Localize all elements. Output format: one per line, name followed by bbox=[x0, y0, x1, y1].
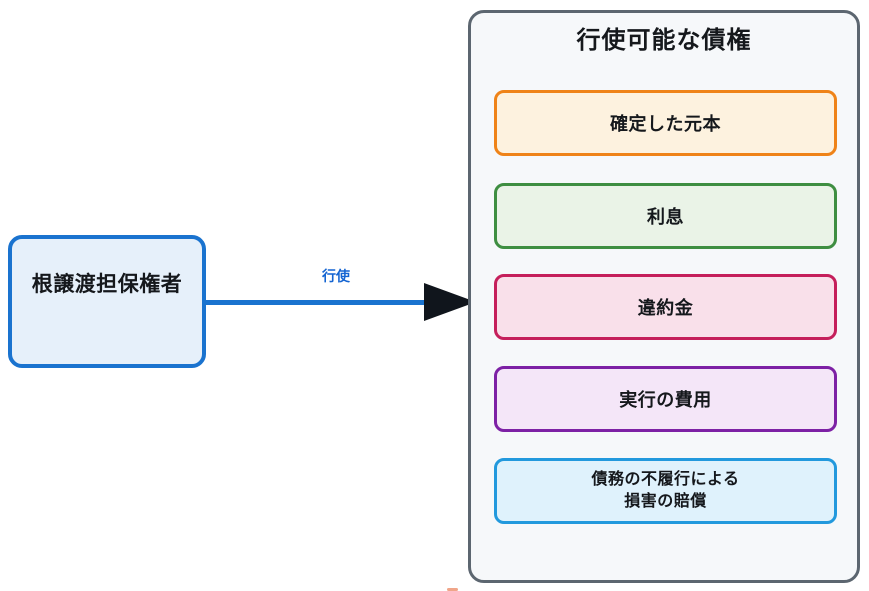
claim-box-fixed-principal-label: 確定した元本 bbox=[610, 114, 721, 134]
arrow-line bbox=[206, 300, 456, 305]
panel-title: 行使可能な債権 bbox=[576, 27, 752, 54]
arrow-head-icon bbox=[424, 283, 476, 321]
claim-box-interest: 利息 bbox=[494, 183, 837, 249]
claim-box-default-damages-label: 債務の不履行による 損害の賠償 bbox=[591, 471, 740, 510]
claim-box-fixed-principal: 確定した元本 bbox=[494, 90, 837, 156]
arrow-label: 行使 bbox=[322, 268, 350, 284]
node-root-security-holder-label: 根譲渡担保権者 bbox=[31, 273, 183, 296]
claim-box-enforcement-costs-label: 実行の費用 bbox=[619, 390, 712, 410]
cropped-artifact bbox=[447, 588, 458, 591]
claim-box-penalty-label: 違約金 bbox=[637, 298, 694, 318]
claim-box-penalty: 違約金 bbox=[494, 274, 837, 340]
panel-exercisable-claims: 行使可能な債権 確定した元本 利息 違約金 実行の費用 債務の不履行による 損害… bbox=[468, 10, 860, 583]
claim-box-default-damages: 債務の不履行による 損害の賠償 bbox=[494, 458, 837, 524]
claim-box-enforcement-costs: 実行の費用 bbox=[494, 366, 837, 432]
claim-box-interest-label: 利息 bbox=[647, 207, 684, 227]
node-root-security-holder: 根譲渡担保権者 bbox=[8, 235, 206, 368]
